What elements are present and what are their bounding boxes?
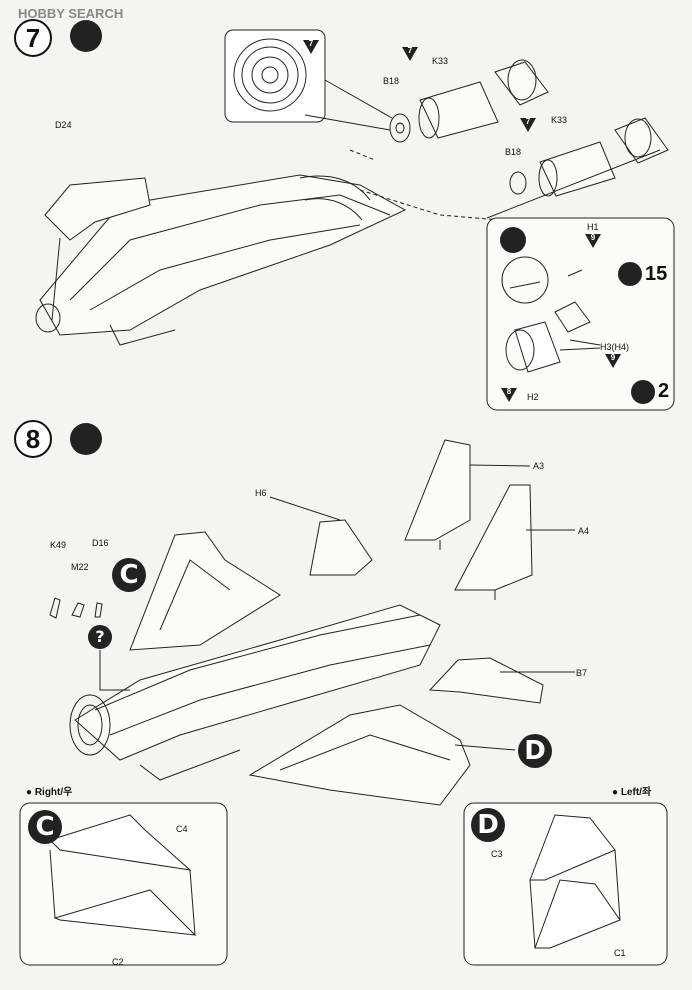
left-header-text: Left <box>620 787 640 798</box>
paint-7-triangle-icon <box>520 118 536 132</box>
watermark-text: HOBBY SEARCH <box>18 6 124 21</box>
part-h1-label: H1 <box>587 222 599 232</box>
paint-7-triangle-icon <box>303 40 319 54</box>
refer-step-icon <box>618 262 642 286</box>
left-header-kr: /좌 <box>639 787 652 798</box>
right-header-text: Right <box>34 787 61 798</box>
paint-9-triangle-icon <box>585 234 601 248</box>
part-c3-label: C3 <box>491 849 503 859</box>
right-header: ● Right/우 <box>26 787 73 798</box>
part-h6-label: H6 <box>255 488 267 498</box>
paint-8-triangle-icon <box>501 388 517 402</box>
marker-d: D <box>518 734 552 768</box>
refer-step-icon <box>631 380 655 404</box>
part-a3-label: A3 <box>533 461 545 471</box>
paint-8-number: 8 <box>506 387 512 396</box>
part-d24-label: D24 <box>55 120 72 130</box>
refer-step-15: 15 <box>645 263 668 285</box>
paint-7-triangle-icon <box>402 47 418 61</box>
refer-step-2: 2 <box>658 380 670 402</box>
part-b18-top-label: B18 <box>383 76 400 86</box>
right-panel-marker-c: C <box>28 810 62 844</box>
glue-icon <box>70 20 102 52</box>
part-h3-label: H3(H4) <box>600 342 630 352</box>
left-panel-marker-d: D <box>471 808 505 842</box>
part-d16-label: D16 <box>92 538 109 548</box>
step-8-number: 8 <box>14 420 52 458</box>
knife-icon <box>500 227 526 253</box>
part-a4-label: A4 <box>578 526 590 536</box>
part-c2-label: C2 <box>112 957 124 967</box>
part-b7-label: B7 <box>576 668 588 678</box>
part-k33-bottom-label: K33 <box>551 115 568 125</box>
glue-icon <box>70 423 102 455</box>
part-k49-label: K49 <box>50 540 67 550</box>
left-header: ● Left/좌 <box>612 787 652 798</box>
part-c4-label: C4 <box>176 824 188 834</box>
right-header-kr: /우 <box>60 787 73 798</box>
question-marker: ? <box>88 625 112 649</box>
part-h2-label: H2 <box>527 392 539 402</box>
part-b18-bottom-label: B18 <box>505 147 522 157</box>
paint-9-triangle-icon <box>605 354 621 368</box>
paint-7-number: 7 <box>525 117 531 126</box>
marker-c: C <box>112 558 146 592</box>
paint-7-number: 7 <box>407 46 413 55</box>
step-7-number: 7 <box>14 19 52 57</box>
part-c1-label: C1 <box>614 948 626 958</box>
paint-9-number: 9 <box>610 353 616 362</box>
part-k33-top-label: K33 <box>432 56 449 66</box>
paint-7-number: 7 <box>308 39 314 48</box>
part-m22-label: M22 <box>71 562 89 572</box>
paint-9-number: 9 <box>590 233 596 242</box>
